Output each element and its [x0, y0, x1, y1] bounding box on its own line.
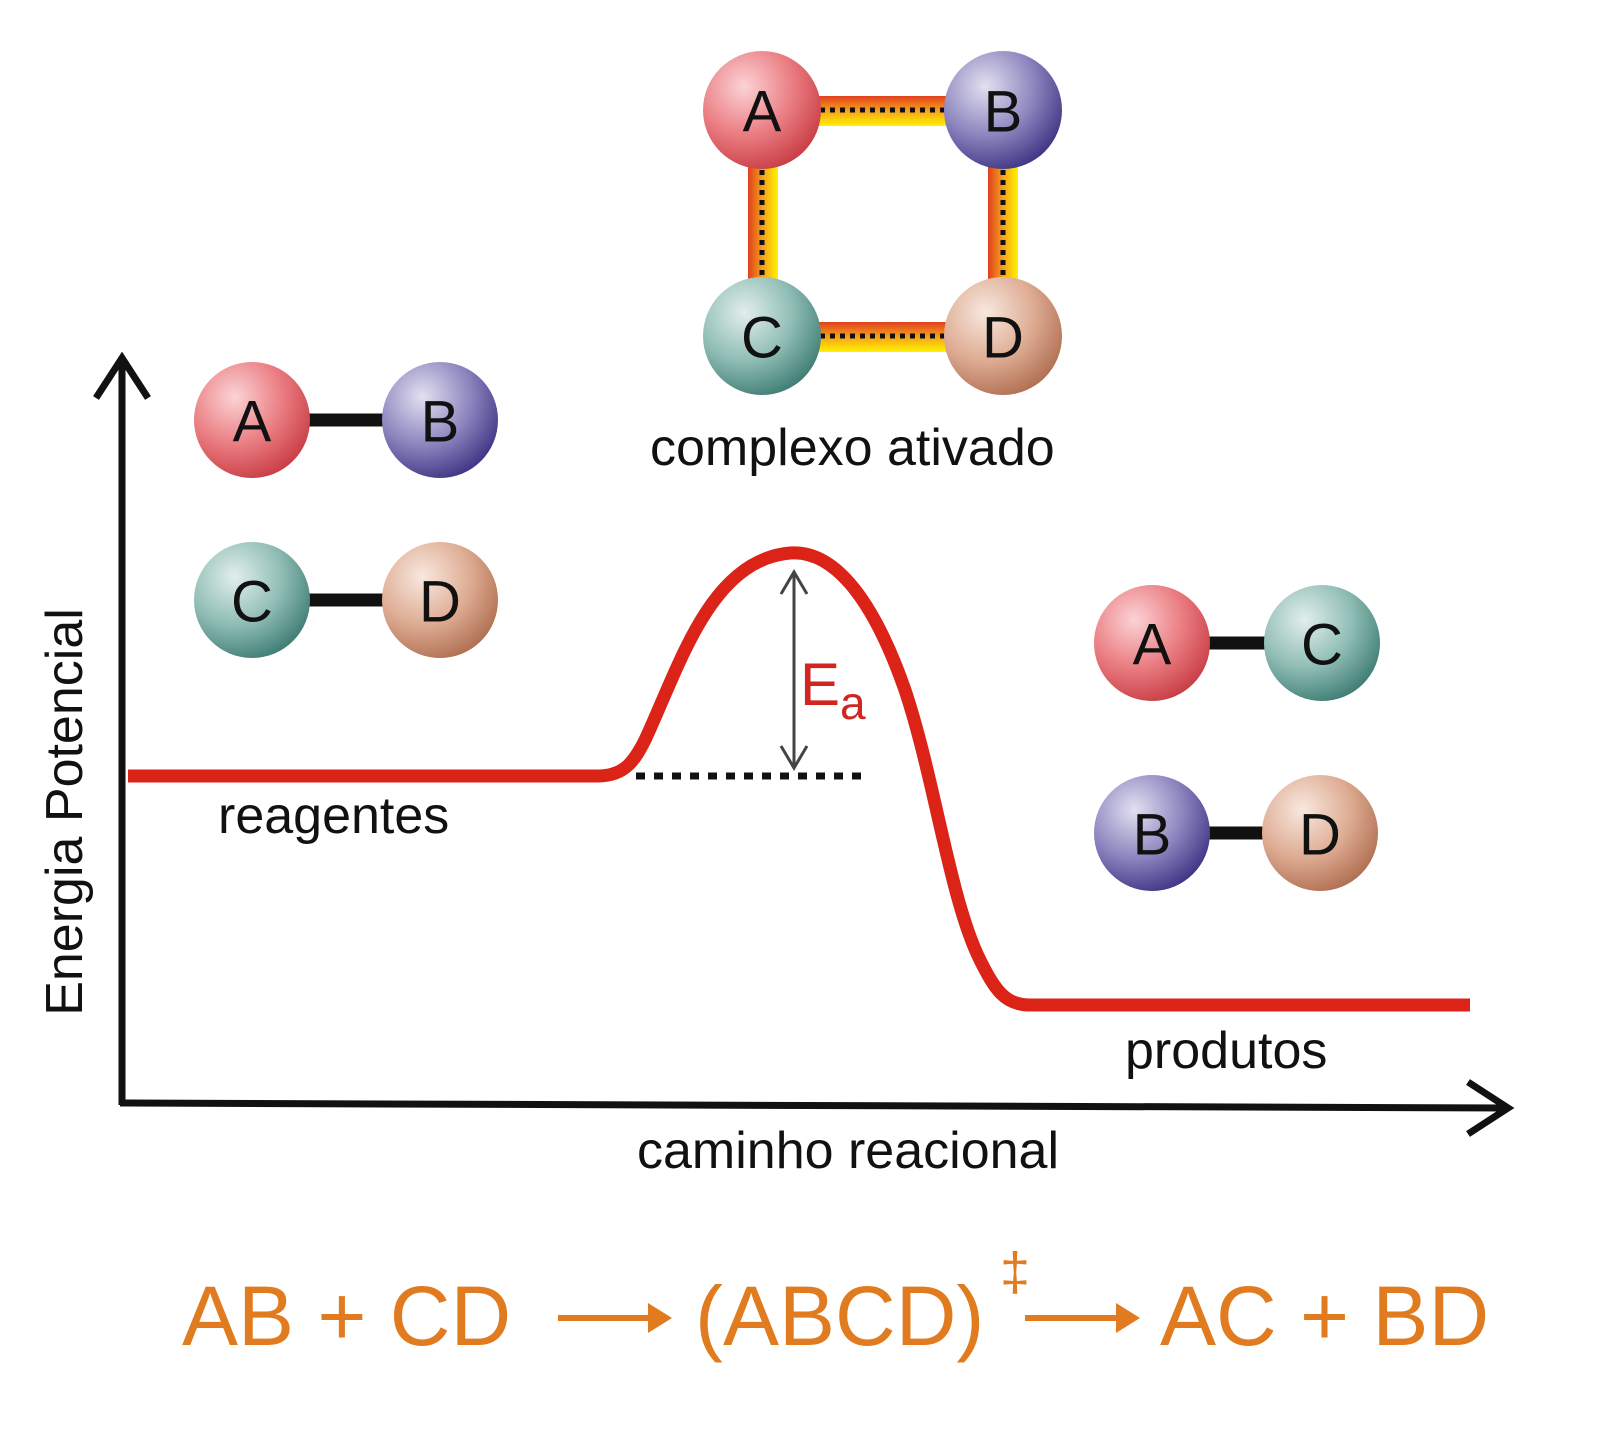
- reactants-label: reagentes: [218, 787, 449, 845]
- atom-C: C: [231, 570, 273, 635]
- y-axis: [93, 351, 151, 1105]
- y-axis-label: Energia Potencial: [36, 608, 94, 1016]
- molecule-BD: B D: [1094, 775, 1378, 891]
- x-axis: [119, 1079, 1515, 1137]
- activation-energy-arrow: [779, 569, 809, 771]
- x-axis-label: caminho reacional: [637, 1122, 1059, 1180]
- molecule-AC: A C: [1094, 585, 1380, 701]
- atom-D: D: [419, 570, 461, 635]
- equation-dagger: ‡: [1000, 1242, 1030, 1302]
- atom-A: A: [233, 390, 272, 455]
- energy-curve: [128, 546, 1470, 1012]
- atom-B: B: [1133, 803, 1172, 868]
- reaction-arrow-icon: [558, 1303, 672, 1333]
- reaction-equation: AB + CD (ABCD) ‡ AC + BD: [182, 1242, 1489, 1363]
- activated-complex-label: complexo ativado: [650, 419, 1055, 477]
- atom-D: D: [982, 306, 1024, 371]
- reaction-arrow-icon: [1025, 1303, 1140, 1333]
- products-label: produtos: [1125, 1022, 1327, 1080]
- molecule-CD: C D: [194, 542, 498, 658]
- equation-products: AC + BD: [1160, 1269, 1489, 1363]
- atom-D: D: [1299, 803, 1341, 868]
- atom-A: A: [743, 80, 782, 145]
- atom-B: B: [984, 80, 1023, 145]
- atom-C: C: [741, 306, 783, 371]
- activation-energy-label: Ea: [800, 651, 866, 729]
- atom-A: A: [1133, 613, 1172, 678]
- equation-complex: (ABCD): [695, 1269, 984, 1363]
- molecule-AB: A B: [194, 362, 498, 478]
- atom-B: B: [421, 390, 460, 455]
- equation-reactants: AB + CD: [182, 1269, 511, 1363]
- atom-C: C: [1301, 613, 1343, 678]
- activated-complex: A B C D: [703, 51, 1062, 395]
